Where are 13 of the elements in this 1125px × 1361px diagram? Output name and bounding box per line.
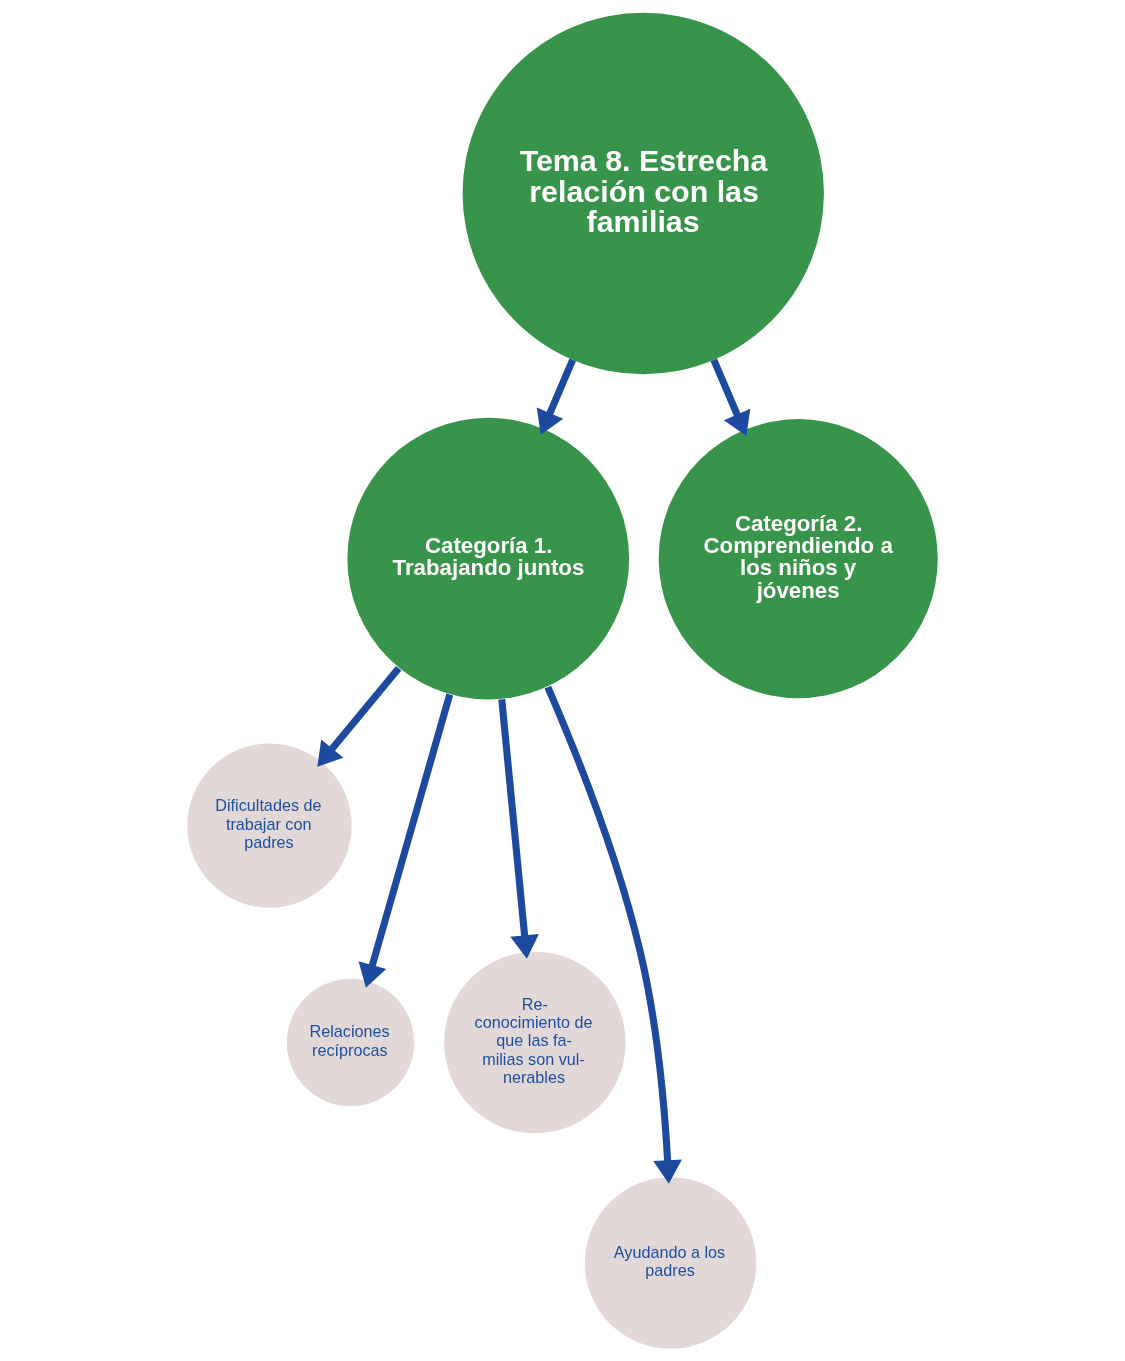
arrow [710, 358, 751, 436]
node-circle: Relaciones recíprocas [286, 978, 415, 1106]
node-circle: Dificultades de trabajar con padres [187, 743, 352, 908]
node-circle: Categoría 2. Comprendiendo a los niños y jóvenes [658, 418, 938, 698]
node-circle: Tema 8. Estrecha relación con las familias [462, 12, 824, 374]
node-circle: Categoría 1. Trabajando juntos [347, 417, 630, 700]
arrow [544, 685, 682, 1184]
node-circle: Re- conocimiento de que las fa- milias son vul- nerables [444, 951, 626, 1133]
arrow [317, 665, 402, 767]
arrow [358, 693, 454, 988]
arrow [498, 698, 539, 959]
node-circle: Ayudando a los padres [584, 1176, 757, 1349]
arrow [536, 358, 576, 435]
